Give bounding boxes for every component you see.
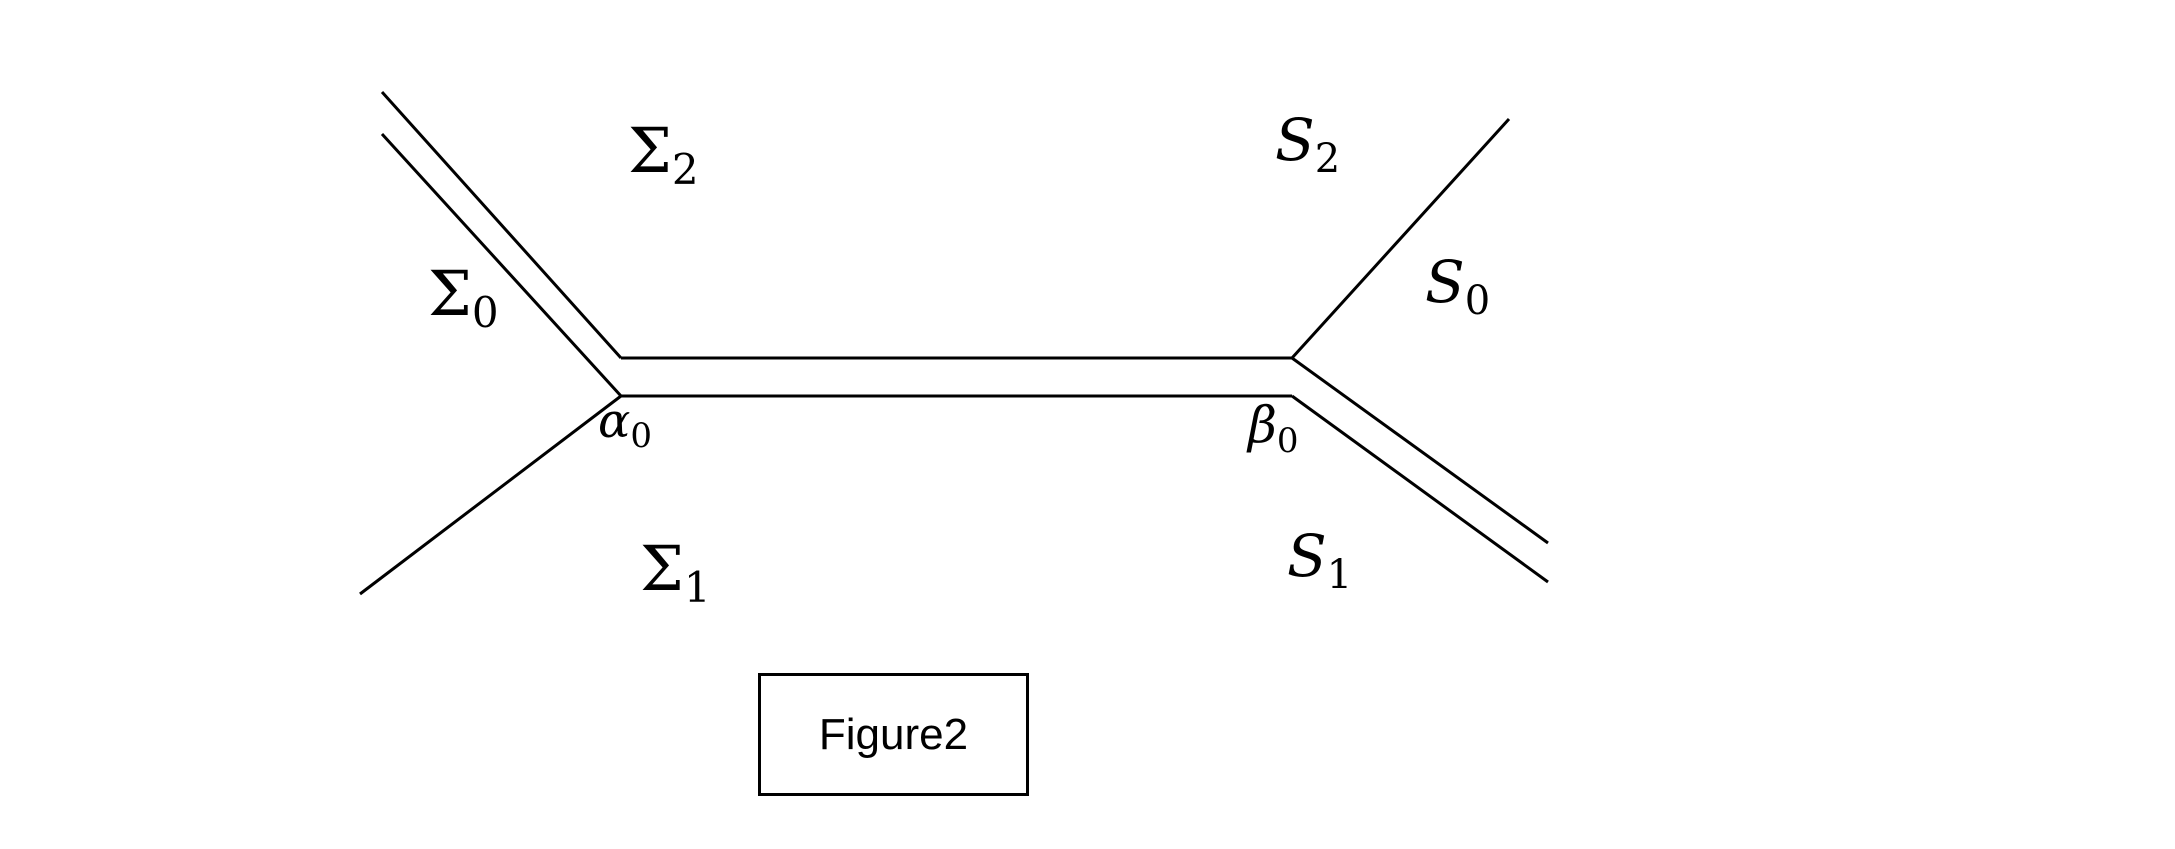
- label-s-2-sub: 2: [1315, 136, 1340, 182]
- label-sigma-2-sub: 2: [672, 145, 699, 194]
- label-s-0: S0: [1425, 248, 1490, 324]
- label-sigma-0: Σ0: [428, 257, 499, 337]
- label-s-2-base: S: [1275, 106, 1315, 174]
- label-beta-0-base: β: [1246, 396, 1277, 454]
- label-beta-0-sub: 0: [1277, 421, 1299, 461]
- figure-caption: Figure2: [818, 709, 969, 759]
- label-sigma-1: Σ1: [640, 532, 711, 612]
- label-alpha-0: α0: [598, 393, 652, 456]
- right-lower-outer-line: [1291, 356, 1549, 545]
- label-s-1-base: S: [1287, 522, 1327, 590]
- label-alpha-0-sub: 0: [630, 416, 652, 456]
- label-s-1: S1: [1287, 522, 1352, 598]
- right-lower-inner-line: [1291, 394, 1549, 584]
- label-s-2: S2: [1275, 106, 1340, 182]
- left-upper-outer-line: [380, 90, 623, 360]
- label-beta-0: β0: [1246, 396, 1299, 461]
- left-upper-inner-line: [380, 132, 623, 398]
- label-s-0-base: S: [1425, 248, 1465, 316]
- label-sigma-1-base: Σ: [640, 532, 684, 605]
- label-s-1-sub: 1: [1327, 552, 1352, 598]
- label-sigma-2-base: Σ: [628, 114, 672, 187]
- label-sigma-0-base: Σ: [428, 257, 472, 330]
- label-sigma-0-sub: 0: [472, 288, 499, 337]
- figure-caption-box: Figure2: [758, 673, 1029, 796]
- label-alpha-0-base: α: [598, 393, 630, 449]
- label-sigma-1-sub: 1: [684, 563, 711, 612]
- label-s-0-sub: 0: [1465, 278, 1490, 324]
- label-sigma-2: Σ2: [628, 114, 699, 194]
- right-upper-line: [1290, 117, 1511, 360]
- left-lower-line: [359, 394, 622, 596]
